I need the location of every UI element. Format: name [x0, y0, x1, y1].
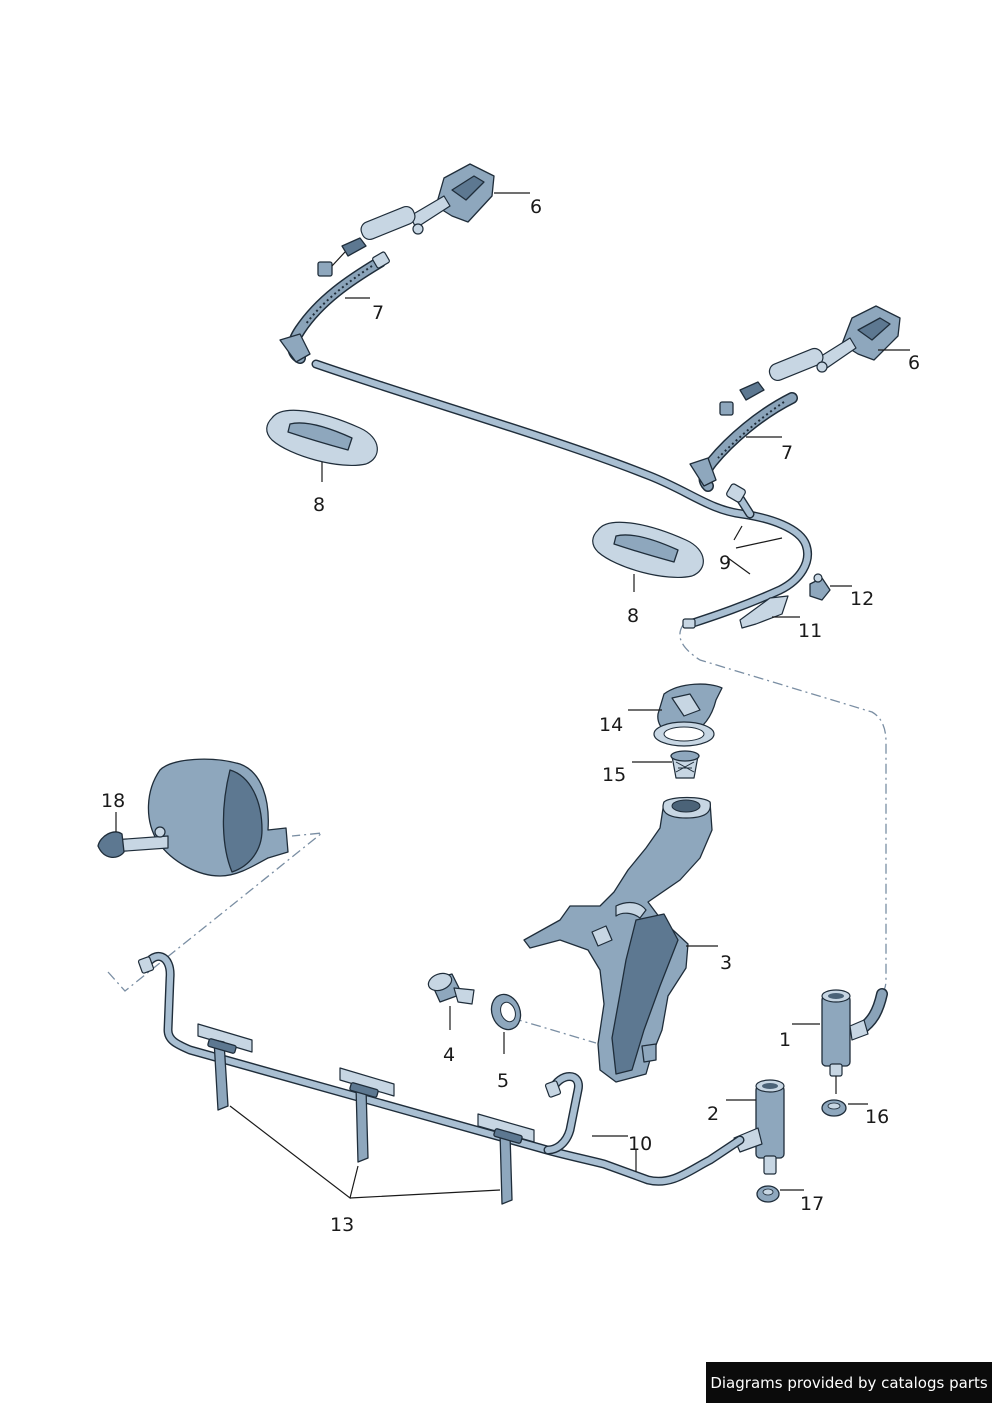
- pump-grommet-16: [821, 1099, 847, 1117]
- nozzle-cover-left-8: [266, 409, 378, 466]
- callout-6-left: 6: [530, 196, 542, 218]
- hose-clips-13: [197, 1023, 535, 1205]
- reservoir-unit-18: [97, 758, 289, 877]
- callout-7-left: 7: [372, 302, 384, 324]
- upper-hose-9: [311, 359, 812, 629]
- dashed-connector-nozzle-to-pump: [679, 624, 887, 997]
- clip-12: [809, 573, 831, 601]
- nozzle-hose-left-7: [279, 251, 390, 364]
- callout-18: 18: [101, 790, 125, 812]
- callout-13: 13: [330, 1214, 354, 1236]
- filler-cap-14: [653, 683, 723, 747]
- nozzle-cover-right-8: [592, 521, 704, 578]
- callout-11: 11: [798, 620, 822, 642]
- callout-8-left: 8: [313, 494, 325, 516]
- callout-8-right: 8: [627, 605, 639, 627]
- callout-16: 16: [865, 1106, 889, 1128]
- callout-17: 17: [800, 1193, 824, 1215]
- strainer-15: [670, 750, 700, 779]
- washer-nozzle-left-6: [317, 163, 495, 277]
- callout-5: 5: [497, 1070, 509, 1092]
- callout-1: 1: [779, 1029, 791, 1051]
- callout-3: 3: [720, 952, 732, 974]
- clip-11: [739, 595, 789, 629]
- callouts: 6 7 6 7 8 9 12 8 11 14 15 18 3 1 4 5 16 …: [101, 196, 920, 1236]
- callout-7-right: 7: [781, 442, 793, 464]
- callout-4: 4: [443, 1044, 455, 1066]
- catalog-credit-banner: Diagrams provided by catalogs parts: [706, 1362, 992, 1403]
- washer-nozzle-right-6: [719, 305, 901, 416]
- pump-grommet-17: [756, 1185, 780, 1203]
- callout-9: 9: [719, 552, 731, 574]
- callout-6-right: 6: [908, 352, 920, 374]
- callout-2: 2: [707, 1103, 719, 1125]
- washer-reservoir-3: [523, 796, 713, 1083]
- lower-hose-10: [137, 951, 745, 1186]
- grommet-5: [490, 993, 522, 1031]
- callout-15: 15: [602, 764, 626, 786]
- credit-text: Diagrams provided by catalogs parts: [710, 1373, 988, 1392]
- callout-12: 12: [850, 588, 874, 610]
- callout-10: 10: [628, 1133, 652, 1155]
- washer-pump-2: [733, 1079, 785, 1175]
- callout-14: 14: [599, 714, 623, 736]
- nozzle-hose-right-7: [689, 392, 798, 492]
- dashed-connector-grommet: [511, 1017, 597, 1044]
- level-sensor-4: [427, 972, 475, 1005]
- washer-pump-1: [821, 988, 888, 1094]
- leader-lines: [115, 192, 910, 1200]
